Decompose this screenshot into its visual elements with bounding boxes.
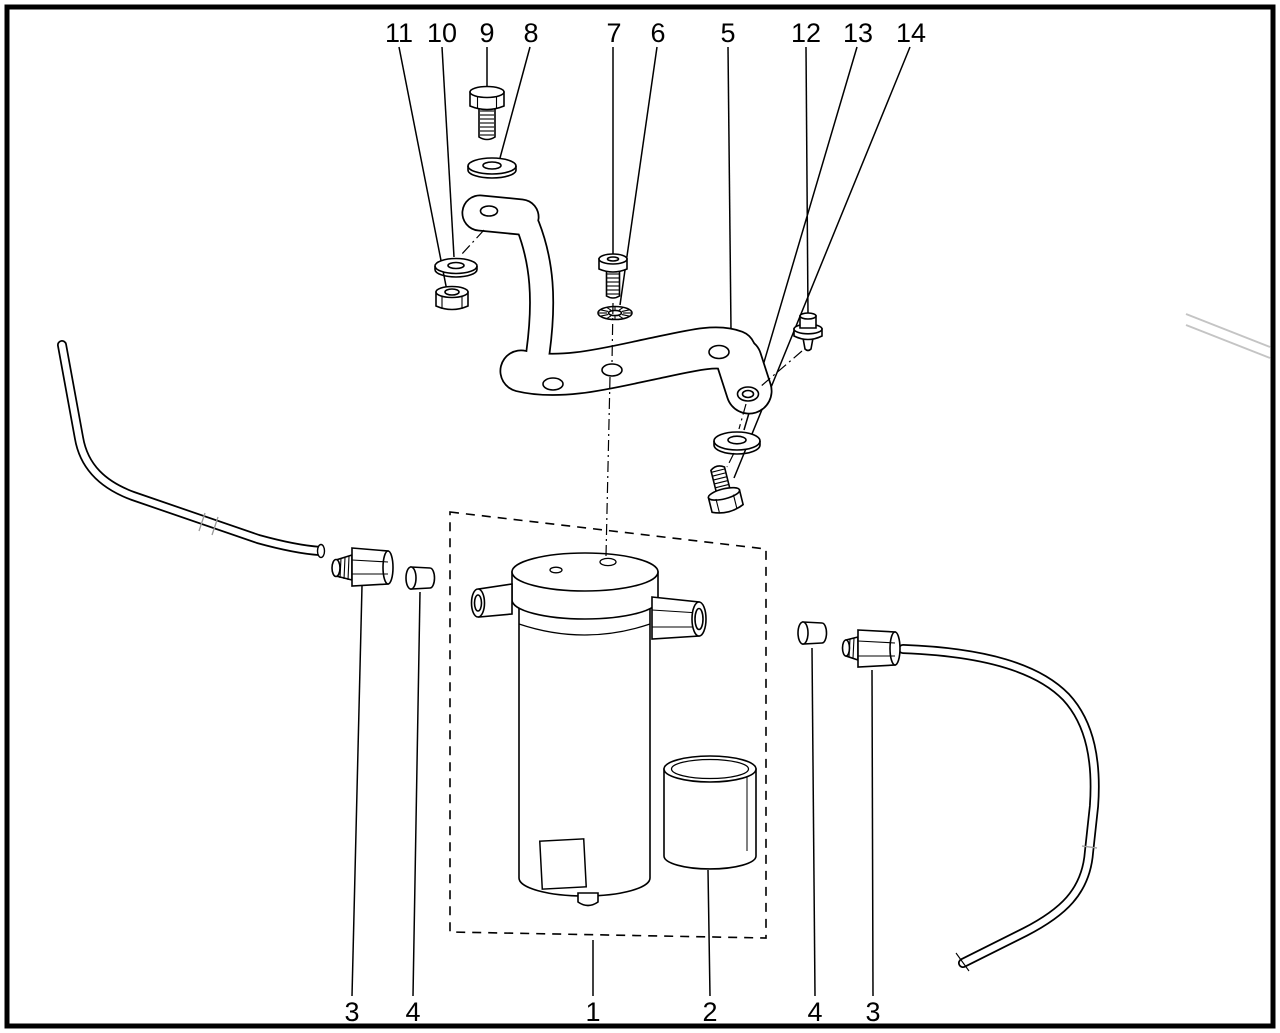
leader-14 <box>733 46 911 479</box>
callout-1: 1 <box>585 997 600 1027</box>
callout-12: 12 <box>791 18 821 48</box>
part-9-hex-bolt <box>469 85 505 141</box>
part-3-fitting-right <box>841 629 901 668</box>
leader-3-left <box>351 585 363 997</box>
part-5-bracket <box>461 194 773 415</box>
part-6-lock-washer <box>597 305 633 321</box>
part-3-fitting-left <box>331 547 394 587</box>
callout-3-left: 3 <box>344 997 359 1027</box>
leader-5 <box>727 46 732 331</box>
part-11-nut <box>435 285 469 311</box>
callout-6: 6 <box>650 18 665 48</box>
callout-14: 14 <box>896 18 926 48</box>
callout-2: 2 <box>702 997 717 1027</box>
leader-11 <box>398 46 448 292</box>
leader-3-right <box>871 669 874 997</box>
pipe-left <box>57 340 326 559</box>
background-pipe-faint <box>1185 313 1271 359</box>
top-port-opening <box>599 557 617 567</box>
callout-5: 5 <box>720 18 735 48</box>
part-4-cap-right <box>797 621 828 645</box>
callout-7: 7 <box>606 18 621 48</box>
callout-9: 9 <box>479 18 494 48</box>
callout-13: 13 <box>843 18 873 48</box>
leader-4-right <box>811 647 816 997</box>
assembly-boundary-dashed-box <box>449 511 767 939</box>
bottom-nub <box>577 892 599 907</box>
pipe-right <box>898 644 1100 972</box>
leader-8 <box>499 46 531 159</box>
part-14-hex-bolt <box>707 465 745 514</box>
part-10-washer <box>434 257 478 278</box>
part-13-washer <box>713 431 761 455</box>
label-patch <box>538 838 588 890</box>
callout-11: 11 <box>385 18 413 48</box>
leader-12 <box>805 46 809 315</box>
leader-4-left <box>412 591 421 997</box>
assembly-centerlines <box>460 229 803 557</box>
part-8-washer <box>467 157 517 179</box>
part-12-grommet <box>793 312 823 352</box>
diagram-border-frame <box>4 4 1276 1029</box>
callout-8: 8 <box>523 18 538 48</box>
callout-labels: 11 10 9 8 7 6 5 12 13 14 3 4 1 2 4 3 <box>344 18 926 1027</box>
leader-lines <box>351 46 911 997</box>
part-2-cartridge <box>663 755 757 870</box>
part-1-receiver-drier <box>470 552 707 907</box>
callout-3-right: 3 <box>865 997 880 1027</box>
callout-4-right: 4 <box>807 997 822 1027</box>
callout-10: 10 <box>427 18 457 48</box>
part-7-screw <box>598 253 628 299</box>
leader-2 <box>707 869 711 997</box>
leader-10 <box>441 46 455 258</box>
callout-4-left: 4 <box>405 997 420 1027</box>
part-4-cap-left <box>405 566 436 590</box>
